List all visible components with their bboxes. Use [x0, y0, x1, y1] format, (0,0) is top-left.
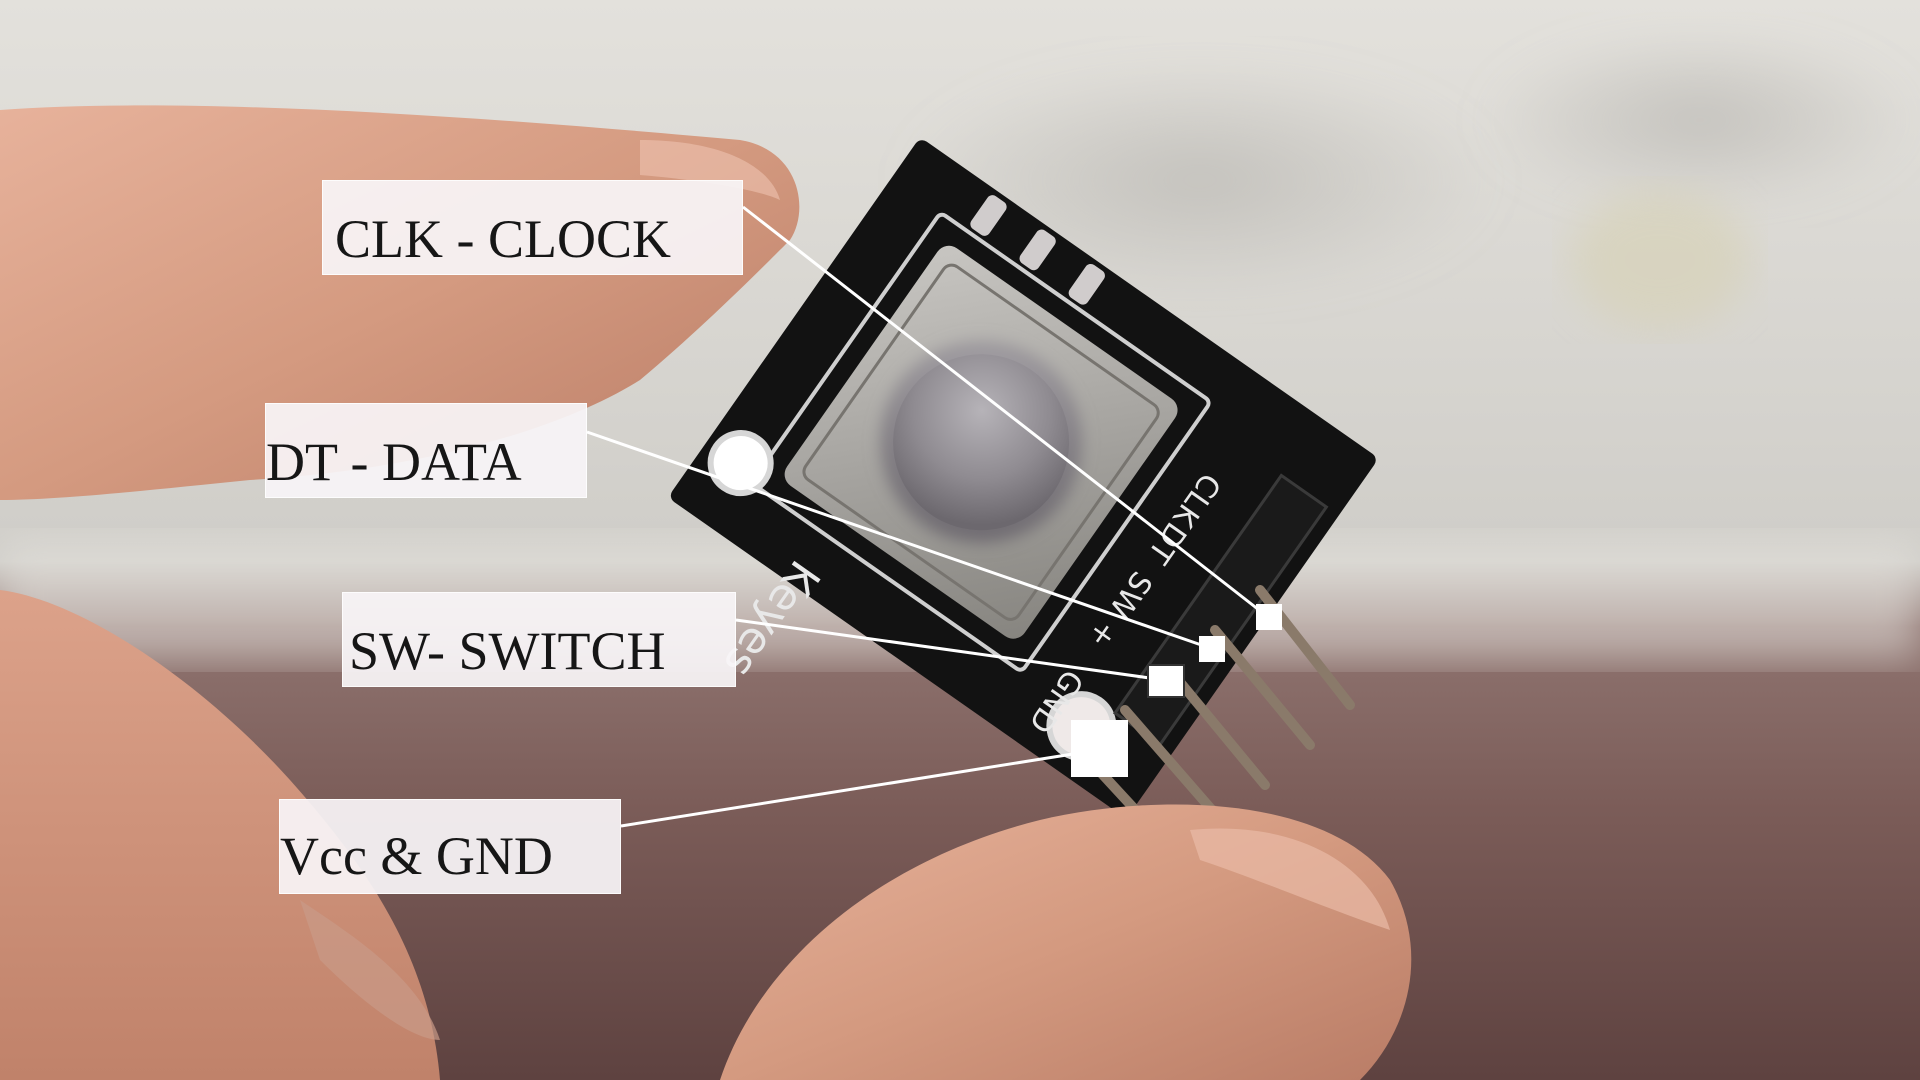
- pin-marker-dt: [1199, 636, 1225, 662]
- label-vcc-gnd: Vcc & GND: [279, 799, 621, 894]
- label-sw-switch: SW- SWITCH: [342, 592, 736, 687]
- pin-marker-sw: [1147, 664, 1185, 698]
- label-clk-clock: CLK - CLOCK: [322, 180, 743, 275]
- pin-marker-clk: [1256, 604, 1282, 630]
- pin-marker-vcc-gnd: [1071, 720, 1128, 777]
- label-dt-data: DT - DATA: [265, 403, 587, 498]
